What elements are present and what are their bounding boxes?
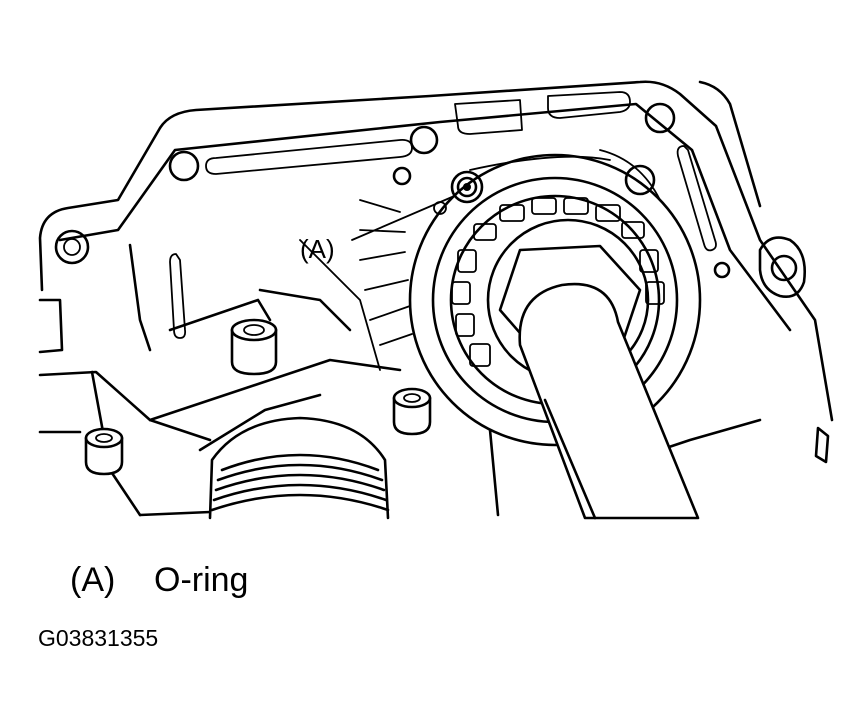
o-ring	[450, 170, 484, 204]
bolt-3	[392, 387, 432, 436]
legend-description: O-ring	[154, 561, 249, 599]
mounting-boss	[758, 236, 830, 464]
legend-key: (A)	[70, 561, 116, 599]
transmission-case-diagram: (A)	[38, 80, 834, 520]
bearing-rollers	[451, 197, 665, 367]
bolt-2	[84, 427, 124, 476]
figure-id: G03831355	[38, 625, 159, 651]
case-ribs	[299, 149, 661, 371]
lower-gear	[208, 416, 390, 520]
callout-a: (A)	[300, 196, 453, 264]
housing-outline	[38, 80, 834, 517]
callout-label: (A)	[300, 234, 335, 264]
flange-holes	[54, 102, 731, 279]
bolt-1	[230, 318, 278, 376]
legend: (A) O-ring	[70, 558, 248, 602]
leader-line	[351, 196, 453, 241]
bolt-heads	[84, 318, 432, 476]
output-shaft	[518, 282, 700, 520]
